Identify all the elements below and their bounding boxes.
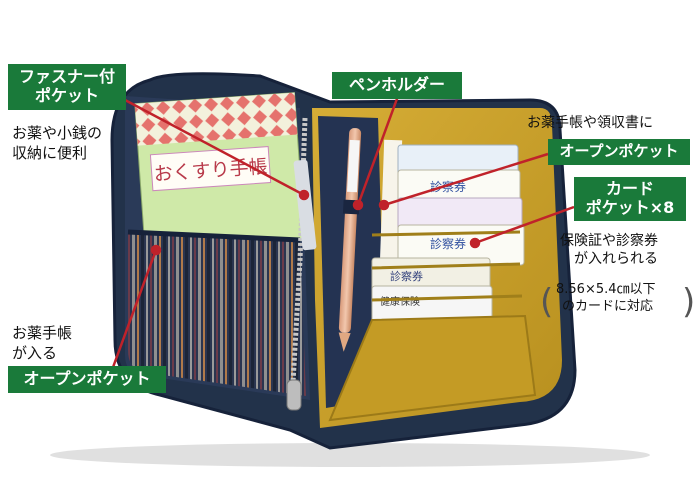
card-pockets-note-line-2: が入れられる: [574, 251, 658, 268]
card-label-3: 診察券: [390, 269, 423, 283]
striped-pocket: [128, 232, 306, 396]
leader-open-pocket-left: [110, 249, 158, 371]
zip-pocket-note-line-2: 収納に便利: [12, 143, 88, 162]
pen: [338, 128, 362, 352]
pen-holder-label: ペンホルダー: [332, 72, 462, 99]
card-label-4: 健康保険: [380, 295, 420, 308]
card-pockets-size-line-2: のカードに対応: [562, 298, 654, 314]
card-pockets-size: ( 8.56×5.4㎝以下 のカードに対応 ): [540, 282, 695, 322]
zip-pocket-note: お薬や小銭の 収納に便利: [12, 124, 102, 163]
leader-pen-dot: [352, 199, 364, 211]
paren-open: (: [540, 282, 554, 322]
leader-open-pocket-right: [383, 152, 549, 207]
card-label-2: 診察券: [430, 236, 466, 251]
zip-pocket-note-line-1: お薬や小銭の: [12, 124, 103, 142]
card-pockets-note-line-1: 保険証や診察券: [560, 233, 658, 249]
open-pocket-right-label: オープンポケット: [548, 139, 690, 165]
leader-open-right-dot: [378, 199, 390, 211]
leader-card-pockets: [474, 205, 575, 245]
leader-lines: [110, 95, 575, 371]
open-pocket-left-note-line-1: お薬手帳: [12, 324, 73, 342]
leader-open-left-dot: [150, 244, 162, 256]
open-pocket-left-note: お薬手帳 が入る: [12, 324, 72, 363]
zipper-pull: [286, 379, 302, 411]
card-sleeve-seams: [371, 230, 525, 332]
zip-pocket-label-line-2: ポケット: [34, 85, 99, 105]
open-pocket-left-note-line-2: が入る: [12, 343, 58, 362]
medicine-blister: [293, 159, 317, 251]
pouch-shadow: [50, 443, 650, 467]
card-pockets-note: 保険証や診察券 が入れられる: [560, 232, 658, 268]
paren-close: ): [682, 282, 696, 322]
card-pockets-label-line-2: ポケット×8: [585, 197, 675, 217]
open-pocket-right-lead: お薬手帳や領収書に: [527, 115, 653, 131]
pocket-binding: [127, 229, 301, 243]
leader-zip-dot: [298, 189, 310, 201]
card-pockets-size-line-1: 8.56×5.4㎝以下: [556, 282, 656, 297]
leader-zip-pocket: [124, 98, 305, 197]
leader-card-dot: [469, 237, 481, 249]
open-pocket-left-label: オープンポケット: [8, 366, 166, 393]
lower-open-pocket: [328, 314, 537, 422]
leader-pen-holder: [356, 95, 400, 206]
card-pockets-label-line-1: カード: [605, 179, 654, 198]
zip-pocket-label: ファスナー付 ポケット: [8, 64, 126, 110]
card-pockets-label: カード ポケット×8: [574, 177, 686, 221]
zip-pocket-label-line-1: ファスナー付: [18, 67, 115, 86]
medicine-booklet: おくすり手帳: [134, 92, 306, 252]
